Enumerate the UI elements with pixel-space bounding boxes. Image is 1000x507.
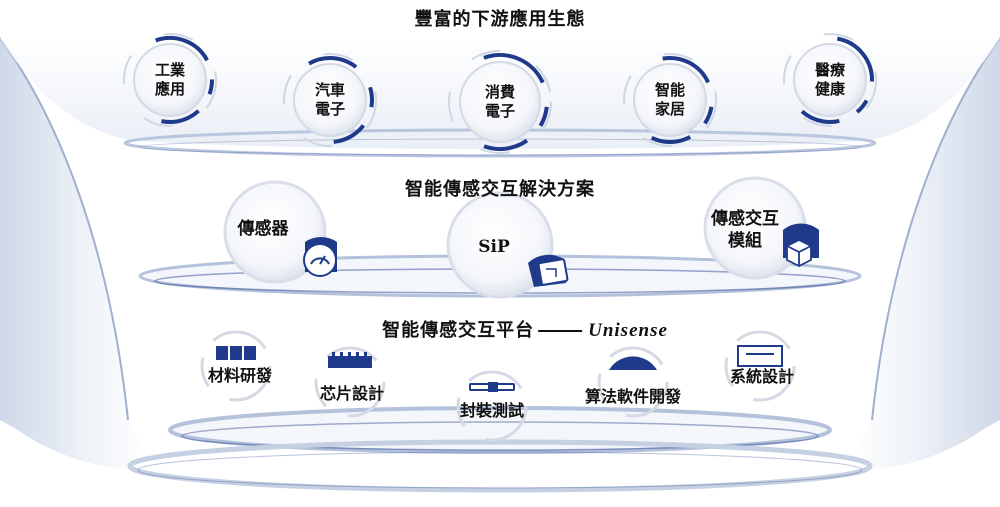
app-label-automotive: 汽車電子 (314, 81, 346, 118)
funnel-left-wall (0, 38, 150, 470)
package-test-item (456, 370, 528, 442)
system-label: 系統設計 (729, 367, 795, 386)
package-test-label: 封裝測試 (459, 401, 525, 420)
chip-design-icon (328, 352, 372, 368)
software-icon (609, 356, 657, 370)
sip-bubble (446, 191, 569, 299)
solution-bubbles (223, 176, 819, 299)
chip-design-label: 芯片設計 (319, 384, 385, 403)
software-label: 算法軟件開發 (584, 387, 682, 406)
system-item (724, 330, 796, 402)
brand-name: Unisense (588, 320, 668, 341)
chip-design-item (314, 346, 386, 418)
chip-icon (537, 258, 569, 286)
funnel-right-wall (850, 38, 1000, 470)
sensor-label: 傳感器 (237, 219, 289, 239)
system-icon (737, 345, 783, 367)
gauge-icon (303, 243, 337, 277)
module-label: 傳感交互模組 (711, 209, 779, 251)
material-item (200, 330, 272, 402)
material-icon (216, 346, 256, 360)
app-label-industrial: 工業應用 (154, 61, 186, 98)
sip-label: SiP (478, 237, 510, 257)
base-rim (127, 439, 873, 493)
material-label: 材料研發 (207, 366, 273, 385)
bottom-band (168, 406, 832, 454)
app-circle-smart-home (623, 53, 717, 147)
platform-items (200, 330, 796, 442)
platform-title: 智能傳感交互平台 (382, 320, 535, 341)
sensor-bubble (223, 180, 337, 284)
app-label-smart-home: 智能家居 (654, 81, 686, 118)
app-label-consumer: 消費電子 (484, 83, 516, 120)
software-item (597, 346, 669, 418)
module-bubble (703, 176, 819, 280)
title-dash (538, 330, 583, 332)
middle-title: 智能傳感交互解決方案 (405, 179, 595, 200)
top-title: 豐富的下游應用生態 (414, 9, 586, 30)
package-test-icon (469, 382, 515, 392)
cube-icon (786, 238, 812, 268)
bottom-title: 智能傳感交互平台 Unisense (382, 316, 668, 342)
app-label-medical: 醫療健康 (814, 61, 846, 98)
